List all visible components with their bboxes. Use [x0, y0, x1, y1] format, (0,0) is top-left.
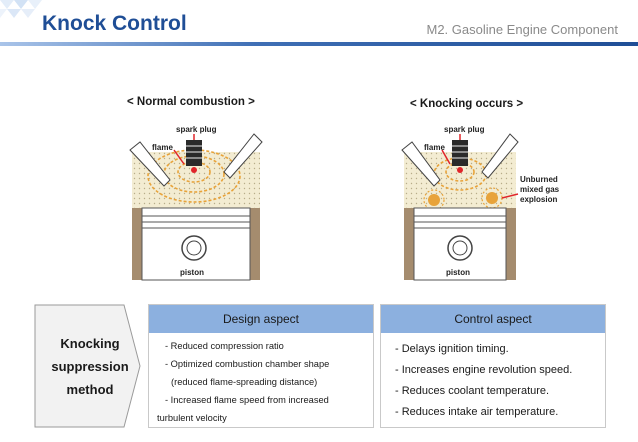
header-rule: [0, 42, 638, 46]
suppression-line-3: method: [66, 382, 114, 397]
cylinder-wall-left: [132, 208, 142, 280]
design-item-1: - Reduced compression ratio: [165, 341, 284, 351]
cylinder-wall-right: [250, 208, 260, 280]
exhaust-valve: [481, 133, 519, 179]
normal-combustion-caption: < Normal combustion >: [127, 96, 255, 108]
design-aspect-list: - Reduced compression ratio - Optimized …: [149, 333, 373, 427]
corner-pattern: [0, 0, 42, 18]
explosion-arrow: [501, 193, 519, 199]
design-aspect-header: Design aspect: [149, 305, 373, 333]
page-title: Knock Control: [42, 12, 187, 35]
spark-plug-icon: [186, 140, 202, 166]
suppression-method-label: Knocking suppression method: [34, 332, 146, 401]
control-aspect-header: Control aspect: [381, 305, 605, 333]
control-aspect-list: - Delays ignition timing. - Increases en…: [381, 333, 605, 423]
suppression-line-2: suppression: [51, 359, 129, 374]
design-item-2: - Optimized combustion chamber shape: [165, 359, 330, 369]
design-item-3: (reduced flame-spreading distance): [171, 377, 318, 387]
knocking-diagram: spark plug flame piston Unburned mixed g…: [401, 125, 560, 281]
unburned-label-line2: mixed gas: [520, 185, 560, 194]
spark-plug-label: spark plug: [176, 125, 217, 134]
spark-plug-icon: [452, 140, 468, 166]
spark-icon: [191, 167, 197, 173]
design-item-4: - Increased flame speed from increased: [165, 395, 329, 405]
normal-combustion-diagram: spark plug flame piston: [129, 125, 263, 281]
control-aspect-panel: Control aspect - Delays ignition timing.…: [380, 304, 606, 428]
unburned-label-line1: Unburned: [520, 175, 558, 184]
flame-label: flame: [424, 143, 445, 152]
page-subtitle: M2. Gasoline Engine Component: [426, 22, 618, 37]
suppression-method-box: [34, 304, 141, 428]
unburned-label-line3: explosion: [520, 195, 557, 204]
cylinder-wall-right: [506, 208, 516, 280]
control-item-4: - Reduces intake air temperature.: [395, 406, 559, 418]
flame-arrow: [173, 149, 185, 165]
spark-plug-label: spark plug: [444, 125, 485, 134]
intake-valve: [129, 141, 171, 187]
control-item-2: - Increases engine revolution speed.: [395, 364, 573, 376]
design-aspect-panel: Design aspect - Reduced compression rati…: [148, 304, 374, 428]
piston-label: piston: [180, 268, 204, 277]
control-item-3: - Reduces coolant temperature.: [395, 385, 550, 397]
piston-label: piston: [446, 268, 470, 277]
design-item-5: turbulent velocity: [157, 413, 227, 423]
knocking-caption: < Knocking occurs >: [410, 98, 524, 110]
cylinder-wall-left: [404, 208, 414, 280]
exhaust-valve: [223, 133, 263, 179]
flame-label: flame: [152, 143, 173, 152]
control-item-1: - Delays ignition timing.: [395, 343, 509, 355]
flame-arrow: [441, 149, 451, 165]
spark-icon: [457, 167, 463, 173]
intake-valve: [401, 141, 441, 187]
suppression-line-1: Knocking: [60, 336, 120, 351]
